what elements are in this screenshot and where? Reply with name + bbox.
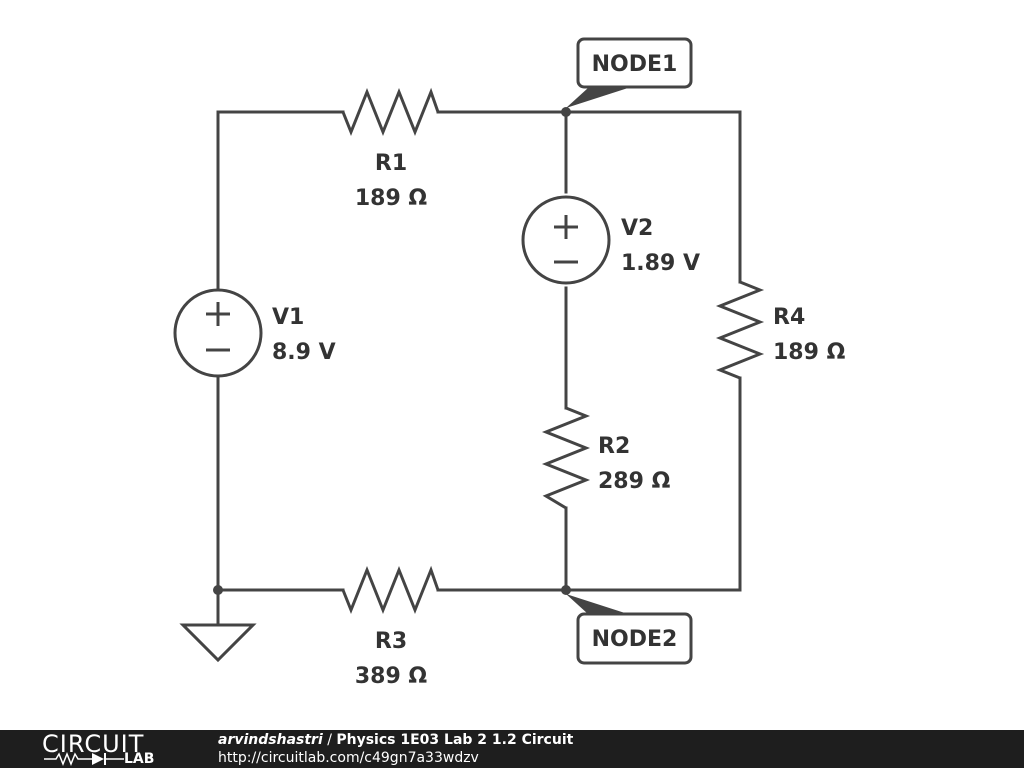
r3-name: R3 [375,629,407,654]
r4-value: 189 Ω [773,340,846,365]
logo-text-circuit: CIRCUIT [42,730,145,758]
resistor-r1[interactable] [341,87,440,137]
wires [216,110,742,627]
node1-label: NODE1 [592,52,678,77]
title-separator: / [322,732,337,748]
node1-tag[interactable]: NODE1 [566,37,693,108]
meta-title-line: arvindshastri / Physics 1E03 Lab 2 1.2 C… [218,731,573,749]
node2-label: NODE2 [592,627,678,652]
r3-value: 389 Ω [355,664,428,689]
v1-value: 8.9 V [272,340,336,365]
circuit-schematic: R1 189 Ω R3 389 Ω R2 289 Ω R4 189 Ω V1 8… [173,37,846,689]
junction-ground [213,585,223,595]
v2-value: 1.89 V [621,251,700,276]
junction-node1 [561,107,571,117]
r2-value: 289 Ω [598,469,671,494]
voltage-source-v2[interactable] [521,195,611,285]
junction-node2 [561,585,571,595]
resistor-r4[interactable] [715,280,765,380]
logo-resistor-diode-icon [44,752,124,766]
v1-name: V1 [272,305,304,330]
r2-name: R2 [598,434,630,459]
circuit-title[interactable]: Physics 1E03 Lab 2 1.2 Circuit [336,732,574,748]
ground-icon [179,623,257,663]
resistor-r2[interactable] [541,406,591,510]
circuit-meta: arvindshastri / Physics 1E03 Lab 2 1.2 C… [218,731,573,767]
voltage-source-v1[interactable] [173,288,263,378]
r4-name: R4 [773,305,805,330]
circuitlab-logo[interactable]: CIRCUIT LAB [42,732,182,766]
node2-tag[interactable]: NODE2 [566,594,693,665]
v2-name: V2 [621,216,653,241]
r1-name: R1 [375,151,407,176]
footer-bar: CIRCUIT LAB arvindshastri / Physics 1E03… [0,730,1024,768]
author-link[interactable]: arvindshastri [218,732,323,748]
logo-text-lab: LAB [124,751,155,767]
r1-value: 189 Ω [355,186,428,211]
resistor-r3[interactable] [341,565,440,615]
circuit-url[interactable]: http://circuitlab.com/c49gn7a33wdzv [218,750,479,766]
